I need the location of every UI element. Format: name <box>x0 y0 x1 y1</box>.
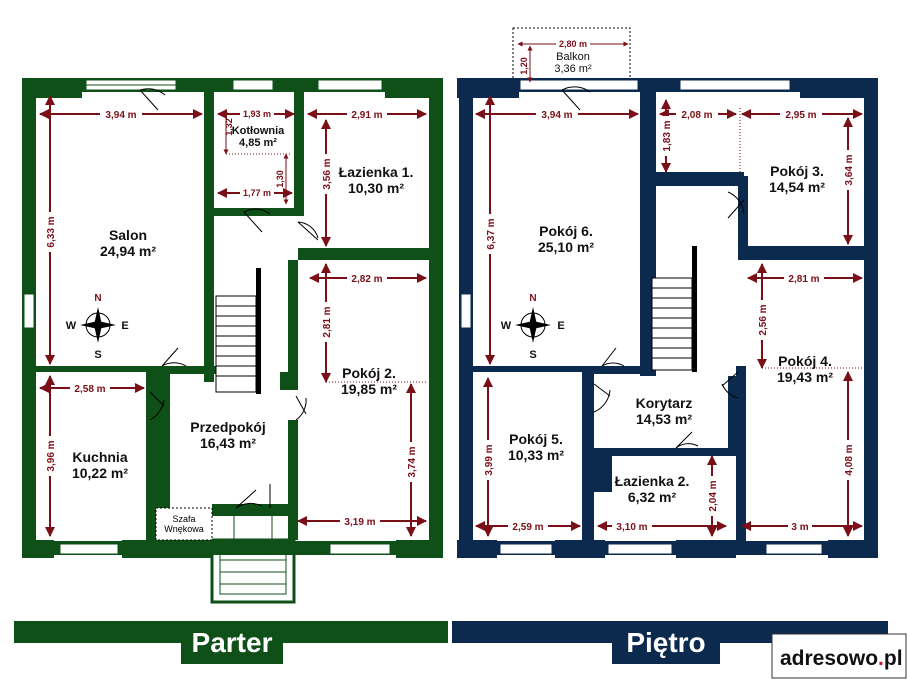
room-name-balkon: Balkon <box>556 51 590 63</box>
dim-label: 2,08 m <box>681 110 712 121</box>
room-name-korytarz: Korytarz <box>636 395 693 411</box>
room-name-pokoj2: Pokój 2. <box>342 365 396 381</box>
dim-label: 3,19 m <box>344 517 375 528</box>
dim-label: 6,33 m <box>46 216 57 247</box>
dim-label: 3,56 m <box>322 158 333 189</box>
room-area-kuchnia: 10,22 m² <box>72 465 128 481</box>
brand-logo-text: adresowo.pl <box>780 647 903 670</box>
dim-label: 1,30 <box>275 170 285 188</box>
dim-label: 2,81 m <box>788 274 819 285</box>
dim-label: 2,59 m <box>512 522 543 533</box>
pietro-dimension-labels: 2,80 m 1,20 3,94 m 6,37 m 2,08 m 1,83 m … <box>482 38 855 533</box>
dim-label: 2,82 m <box>351 274 382 285</box>
room-area-pokoj2: 19,85 m² <box>341 381 397 397</box>
room-name-pokoj4: Pokój 4. <box>778 353 832 369</box>
compass-west: W <box>66 320 77 332</box>
dim-label: 2,58 m <box>74 384 105 395</box>
room-area-pokoj3: 14,54 m² <box>769 179 825 195</box>
dim-label: 3 m <box>791 522 808 533</box>
room-name-przedpokoj: Przedpokój <box>190 419 265 435</box>
dim-label: 6,37 m <box>486 218 497 249</box>
compass-west: W <box>501 320 512 332</box>
room-area-korytarz: 14,53 m² <box>636 411 692 427</box>
door-swing-icon <box>561 86 745 449</box>
dim-label: 2,91 m <box>351 110 382 121</box>
compass-north: N <box>529 293 536 304</box>
room-area-balkon: 3,36 m² <box>554 63 592 75</box>
dim-label: 1,93 m <box>243 109 271 119</box>
room-area-pokoj5: 10,33 m² <box>508 447 564 463</box>
room-name-salon: Salon <box>109 227 147 243</box>
compass-rose-icon: N S W E <box>501 293 565 361</box>
dim-label: 2,81 m <box>322 306 333 337</box>
dim-label: 1,32 <box>224 118 234 136</box>
closet-label-1: Szafa <box>172 514 195 524</box>
room-name-lazienka1: Łazienka 1. <box>339 164 414 180</box>
pietro-room-labels: Balkon 3,36 m² Pokój 6. 25,10 m² Pokój 3… <box>508 51 833 505</box>
staircase-icon <box>215 268 261 394</box>
room-name-pokoj6: Pokój 6. <box>539 223 593 239</box>
dim-label: 1,20 <box>519 57 529 75</box>
staircase-icon <box>651 246 697 372</box>
pietro-title: Piętro <box>626 627 705 658</box>
room-area-lazienka1: 10,30 m² <box>348 180 404 196</box>
room-area-przedpokoj: 16,43 m² <box>200 435 256 451</box>
dim-label: 3,10 m <box>616 522 647 533</box>
room-area-salon: 24,94 m² <box>100 243 156 259</box>
dim-label: 2,95 m <box>785 110 816 121</box>
compass-rose-icon: N S W E <box>66 293 129 361</box>
dim-label: 3,94 m <box>541 110 572 121</box>
room-name-kuchnia: Kuchnia <box>72 449 127 465</box>
dim-label: 2,56 m <box>758 304 769 335</box>
parter-title: Parter <box>192 627 273 658</box>
parter-room-labels: Salon 24,94 m² Kotłownia 4,85 m² Łazienk… <box>72 125 413 534</box>
dim-label: 3,74 m <box>407 446 418 477</box>
dim-label: 1,83 m <box>662 120 673 151</box>
dim-label: 3,96 m <box>46 440 57 471</box>
room-area-pokoj6: 25,10 m² <box>538 239 594 255</box>
dim-label: 4,08 m <box>844 444 855 475</box>
compass-south: S <box>529 349 536 361</box>
room-name-lazienka2: Łazienka 2. <box>615 473 690 489</box>
door-swing-icon <box>139 88 319 509</box>
parter-plan: N S W E 3,94 m 6 <box>22 78 443 604</box>
compass-east: E <box>557 320 564 332</box>
room-area-kotlownia: 4,85 m² <box>239 137 277 149</box>
closet-label-2: Wnękowa <box>164 524 204 534</box>
parter-banner: Parter <box>14 621 448 664</box>
room-area-pokoj4: 19,43 m² <box>777 369 833 385</box>
dim-label: 3,99 m <box>484 444 495 475</box>
dim-label: 1,77 m <box>243 188 271 198</box>
compass-north: N <box>94 293 101 304</box>
dim-label: 2,80 m <box>559 39 587 49</box>
brand-logo: adresowo.pl <box>771 633 907 679</box>
pietro-plan: N S W E 2,80 m <box>457 27 878 558</box>
dim-label: 3,94 m <box>105 110 136 121</box>
room-name-pokoj5: Pokój 5. <box>509 431 563 447</box>
room-name-kotlownia: Kotłownia <box>232 125 285 137</box>
room-name-pokoj3: Pokój 3. <box>770 163 824 179</box>
compass-south: S <box>94 349 101 361</box>
compass-east: E <box>121 320 128 332</box>
parter-dimension-labels: 3,94 m 6,33 m 1,93 m 1,32 1,30 1,77 m 2,… <box>44 108 418 528</box>
dim-label: 3,64 m <box>844 154 855 185</box>
dim-label: 2,04 m <box>708 480 719 511</box>
room-area-lazienka2: 6,32 m² <box>628 489 677 505</box>
